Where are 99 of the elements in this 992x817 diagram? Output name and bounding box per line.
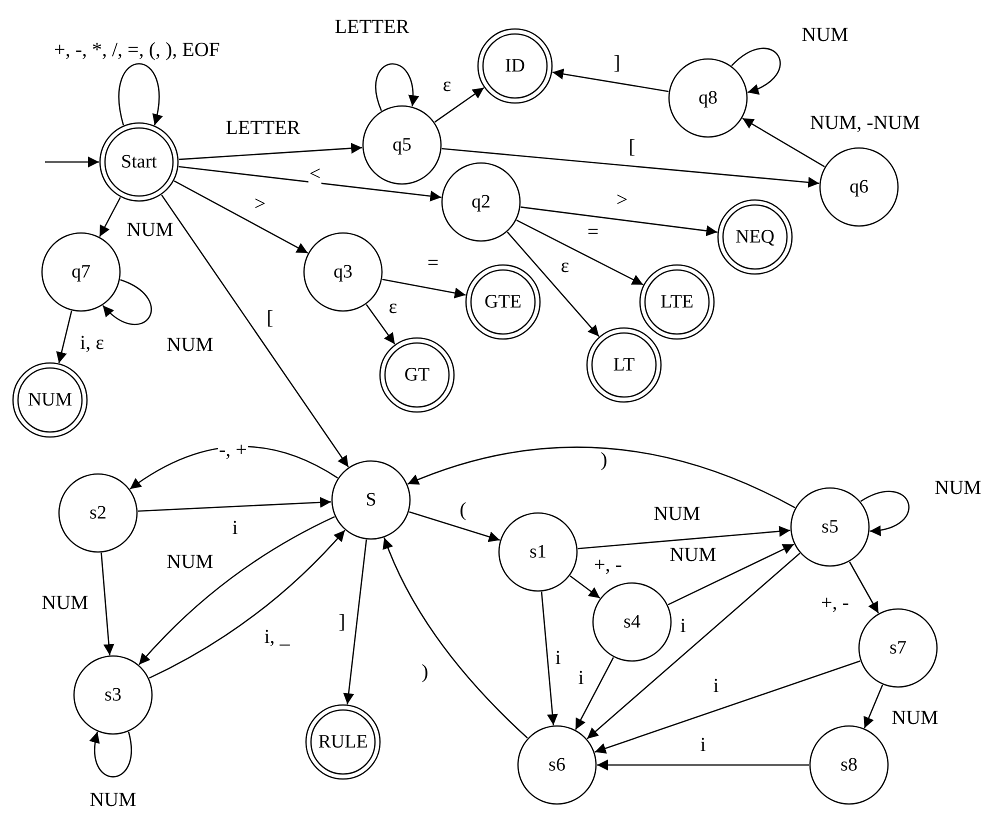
transition-arrow: [138, 496, 332, 512]
transition-arrow: [570, 575, 600, 599]
transition-arrow: [148, 530, 346, 679]
edge-label: ): [600, 450, 608, 470]
state-name: Start: [121, 152, 157, 172]
accept-state-circle: [305, 704, 381, 780]
state-circle: [668, 58, 748, 138]
transition-arrow: [520, 206, 718, 236]
state-name: LTE: [660, 292, 694, 312]
state-name: q7: [72, 262, 90, 282]
state-name: ID: [504, 56, 526, 76]
transition-arrow: [742, 118, 825, 168]
state-circle: [362, 105, 442, 185]
transition-arrow: [849, 562, 879, 614]
state-name: s2: [90, 504, 106, 522]
self-loop-arrow: [118, 63, 162, 126]
state-name: GT: [404, 366, 430, 384]
transition-arrow: [366, 304, 396, 345]
transition-arrow: [594, 660, 860, 754]
state-name: s6: [548, 756, 566, 774]
transition-arrow: [161, 194, 349, 468]
state-name: s8: [840, 756, 858, 774]
state-circle: [73, 655, 153, 735]
state-name: s7: [890, 638, 906, 658]
state-circle: [790, 487, 870, 567]
edge-label: i, _: [263, 627, 291, 647]
transition-arrow: [407, 446, 796, 508]
transition-arrow: [552, 68, 669, 92]
transition-arrow: [343, 540, 368, 704]
state-circle: [58, 473, 138, 553]
edge-label: ]: [338, 612, 346, 632]
transition-arrow: [506, 232, 600, 337]
transition-arrow: [434, 87, 484, 123]
accept-state-circle: [99, 122, 179, 202]
accept-state-circle: [465, 264, 541, 340]
transition-arrow: [138, 516, 335, 666]
transition-arrow: [382, 538, 528, 739]
state-name: s4: [624, 612, 640, 632]
state-name: s5: [822, 518, 838, 536]
accept-state-circle: [12, 362, 88, 438]
state-circle: [809, 725, 889, 805]
self-loop-arrow: [731, 48, 781, 94]
state-circle: [858, 608, 938, 688]
transition-arrow: [540, 592, 558, 726]
state-circle: [819, 147, 899, 227]
state-name: q3: [334, 262, 352, 282]
transition-arrow: [56, 310, 72, 364]
transition-arrow: [597, 760, 809, 770]
transition-arrow: [100, 552, 114, 656]
transition-arrow: [409, 511, 500, 542]
state-circle: [331, 460, 411, 540]
transition-arrow: [516, 220, 644, 286]
state-circle: [303, 232, 383, 312]
transition-arrow: [45, 156, 99, 168]
state-name: s3: [104, 686, 122, 704]
transition-arrow: [668, 544, 794, 606]
edge-label: (: [458, 500, 468, 520]
state-circle: [498, 512, 578, 592]
self-loop-arrow: [102, 279, 152, 325]
transition-arrow: [174, 180, 308, 254]
edge-label: [: [266, 308, 274, 328]
state-circle: [517, 725, 597, 805]
state-name: s1: [530, 542, 546, 562]
state-name: NEQ: [735, 228, 775, 246]
transition-arrow: [586, 552, 800, 740]
state-circle: [592, 582, 672, 662]
state-name: q5: [392, 136, 412, 154]
state-name: GTE: [484, 292, 522, 312]
edge-label: ]: [612, 53, 622, 73]
state-name: q2: [472, 192, 490, 212]
transition-arrow: [442, 148, 820, 188]
edge-label: ): [420, 662, 430, 682]
state-name: q6: [850, 178, 868, 196]
edge-label: [: [628, 137, 636, 157]
transition-arrow: [382, 278, 466, 298]
transition-arrow: [178, 142, 362, 160]
transition-arrow: [99, 197, 121, 237]
transition-arrow: [864, 684, 884, 728]
state-name: S: [366, 490, 376, 510]
accept-state-circle: [477, 28, 553, 104]
accept-state-circle: [586, 327, 662, 403]
state-circle: [441, 162, 521, 242]
state-circle: [41, 232, 121, 312]
transition-arrow: [178, 166, 442, 202]
accept-state-circle: [379, 337, 455, 413]
accept-state-circle: [639, 264, 715, 340]
state-name: q8: [698, 88, 718, 108]
edge-label: i, ε: [79, 333, 105, 353]
self-loop-arrow: [860, 491, 910, 536]
accept-state-circle: [717, 199, 793, 275]
state-name: RULE: [318, 732, 368, 752]
edge-label: NUM, -NUM: [809, 113, 921, 133]
transition-arrow: [578, 526, 790, 550]
self-loop-arrow: [90, 732, 132, 778]
state-name: NUM: [28, 390, 72, 410]
edge-label: +, -, *, /, =, (, ), EOF: [53, 40, 221, 60]
transition-arrow: [575, 657, 614, 730]
self-loop-arrow: [375, 63, 418, 111]
state-name: LT: [613, 356, 635, 374]
